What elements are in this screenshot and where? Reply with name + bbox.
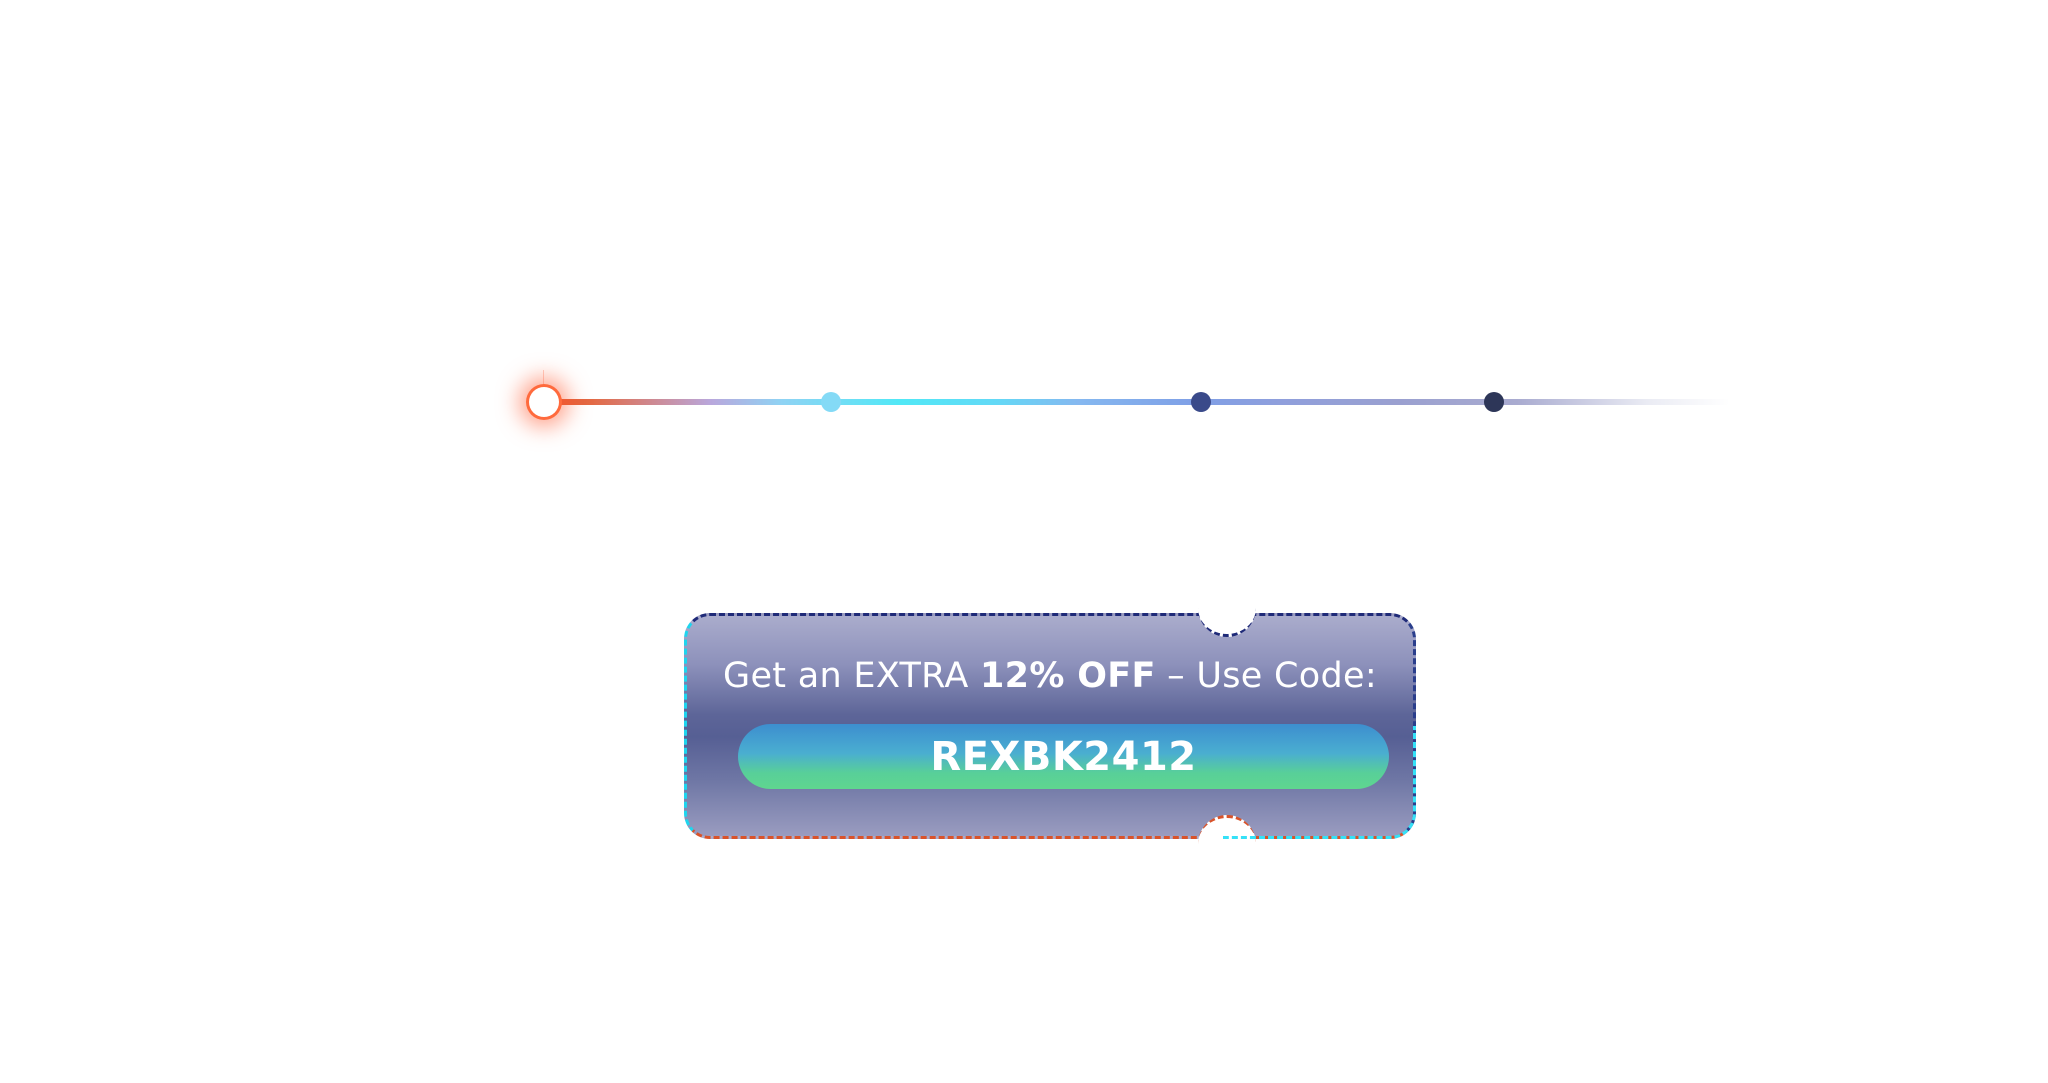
- timeline-start-marker: [543, 370, 544, 388]
- timeline-track: [545, 399, 1730, 405]
- coupon-headline-prefix: Get an EXTRA: [723, 656, 981, 696]
- coupon-notch-top: [1198, 590, 1256, 637]
- coupon-code-button[interactable]: REXBK2412: [738, 724, 1389, 789]
- timeline-step-1-active[interactable]: [529, 387, 559, 417]
- timeline-step-4[interactable]: [1484, 392, 1504, 412]
- coupon-notch-bottom: [1198, 815, 1256, 862]
- coupon-card: Get an EXTRA 12% OFF – Use Code: REXBK24…: [684, 590, 1416, 862]
- timeline-step-3[interactable]: [1191, 392, 1211, 412]
- timeline-step-2[interactable]: [821, 392, 841, 412]
- coupon-headline: Get an EXTRA 12% OFF – Use Code:: [687, 659, 1413, 694]
- coupon-discount: 12% OFF: [980, 656, 1156, 696]
- coupon-headline-suffix: – Use Code:: [1155, 656, 1377, 696]
- coupon-code: REXBK2412: [930, 733, 1197, 780]
